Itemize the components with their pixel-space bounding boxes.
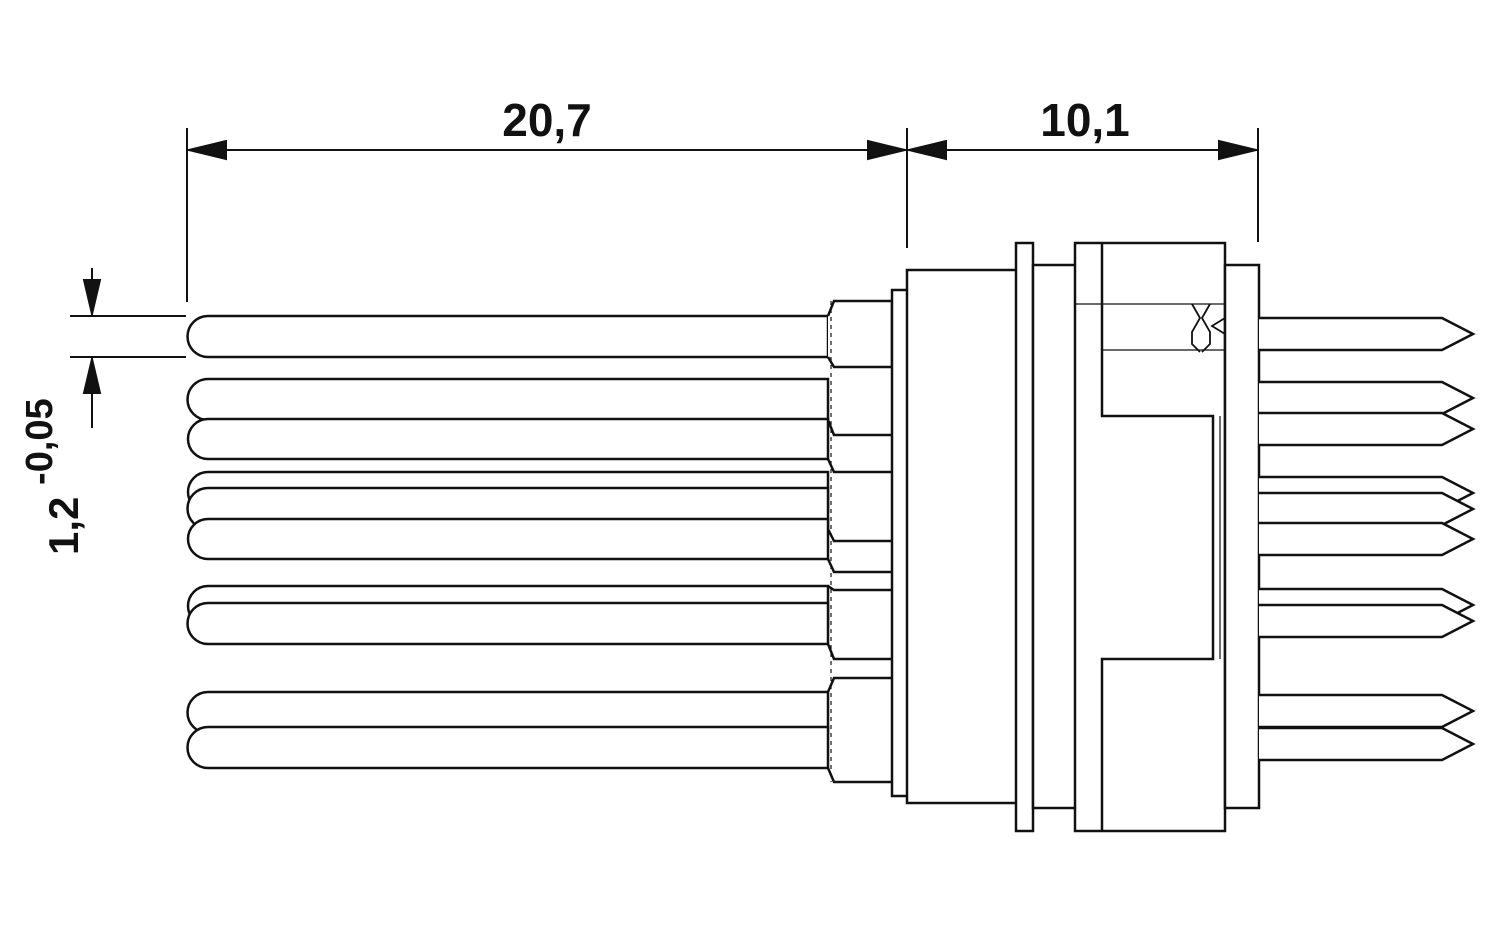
housing-front-lip	[1223, 263, 1261, 810]
connector-housing	[890, 241, 1261, 833]
pin-right-8	[1259, 603, 1476, 639]
shoulder-1	[826, 299, 894, 369]
pin-left-3	[186, 417, 830, 461]
housing-front-body	[1073, 241, 1227, 833]
shoulder-2	[826, 419, 892, 437]
shoulder-3	[826, 458, 892, 474]
pin-diameter-tolerance: -0,05	[19, 398, 61, 485]
arrowhead-middle-left	[867, 139, 906, 161]
pin-right-3	[1259, 411, 1476, 447]
contact-pins-right	[1259, 316, 1476, 762]
pin-left-6	[186, 517, 830, 561]
housing-main-body	[905, 268, 1019, 805]
pin-right-2	[1259, 380, 1476, 416]
pin-right-5	[1259, 491, 1476, 527]
pin-left-8	[186, 601, 830, 646]
shoulder-9	[826, 767, 892, 784]
dimension-arrows	[70, 139, 1258, 428]
svg-text:1,2 -0,05: 1,2 -0,05	[19, 398, 87, 555]
housing-length-label: 10,1	[1040, 94, 1130, 146]
latch-detail	[1191, 303, 1226, 353]
shoulder-7	[826, 643, 892, 661]
pin-shoulders	[826, 299, 894, 784]
housing-flange	[1014, 241, 1035, 833]
housing-back-step	[890, 288, 910, 798]
contact-pins-left	[186, 314, 830, 770]
arrowhead-left	[188, 139, 227, 161]
arrowhead-diameter-top	[82, 279, 102, 315]
shoulder-8	[826, 676, 892, 693]
pin-length-label: 20,7	[502, 94, 592, 146]
pin-right-9	[1259, 693, 1476, 729]
housing-neck	[1031, 263, 1078, 810]
pin-left-1	[186, 314, 830, 359]
arrowhead-right	[1218, 139, 1257, 161]
shoulder-5	[826, 558, 892, 574]
arrowhead-diameter-bottom	[82, 358, 102, 394]
shoulder-4	[826, 528, 892, 543]
arrowhead-middle-right	[908, 139, 947, 161]
pin-diameter-label-group: 1,2 -0,05	[19, 398, 87, 555]
housing-keyway	[1100, 243, 1215, 831]
pin-right-1	[1259, 316, 1476, 352]
pin-left-2	[186, 377, 830, 422]
pin-right-10	[1259, 726, 1476, 762]
shoulder-6	[827, 584, 892, 592]
dimension-lines	[186, 128, 1259, 302]
pin-diameter-value: 1,2	[40, 497, 87, 555]
pin-left-10	[186, 725, 830, 770]
pin-right-6	[1259, 521, 1476, 557]
